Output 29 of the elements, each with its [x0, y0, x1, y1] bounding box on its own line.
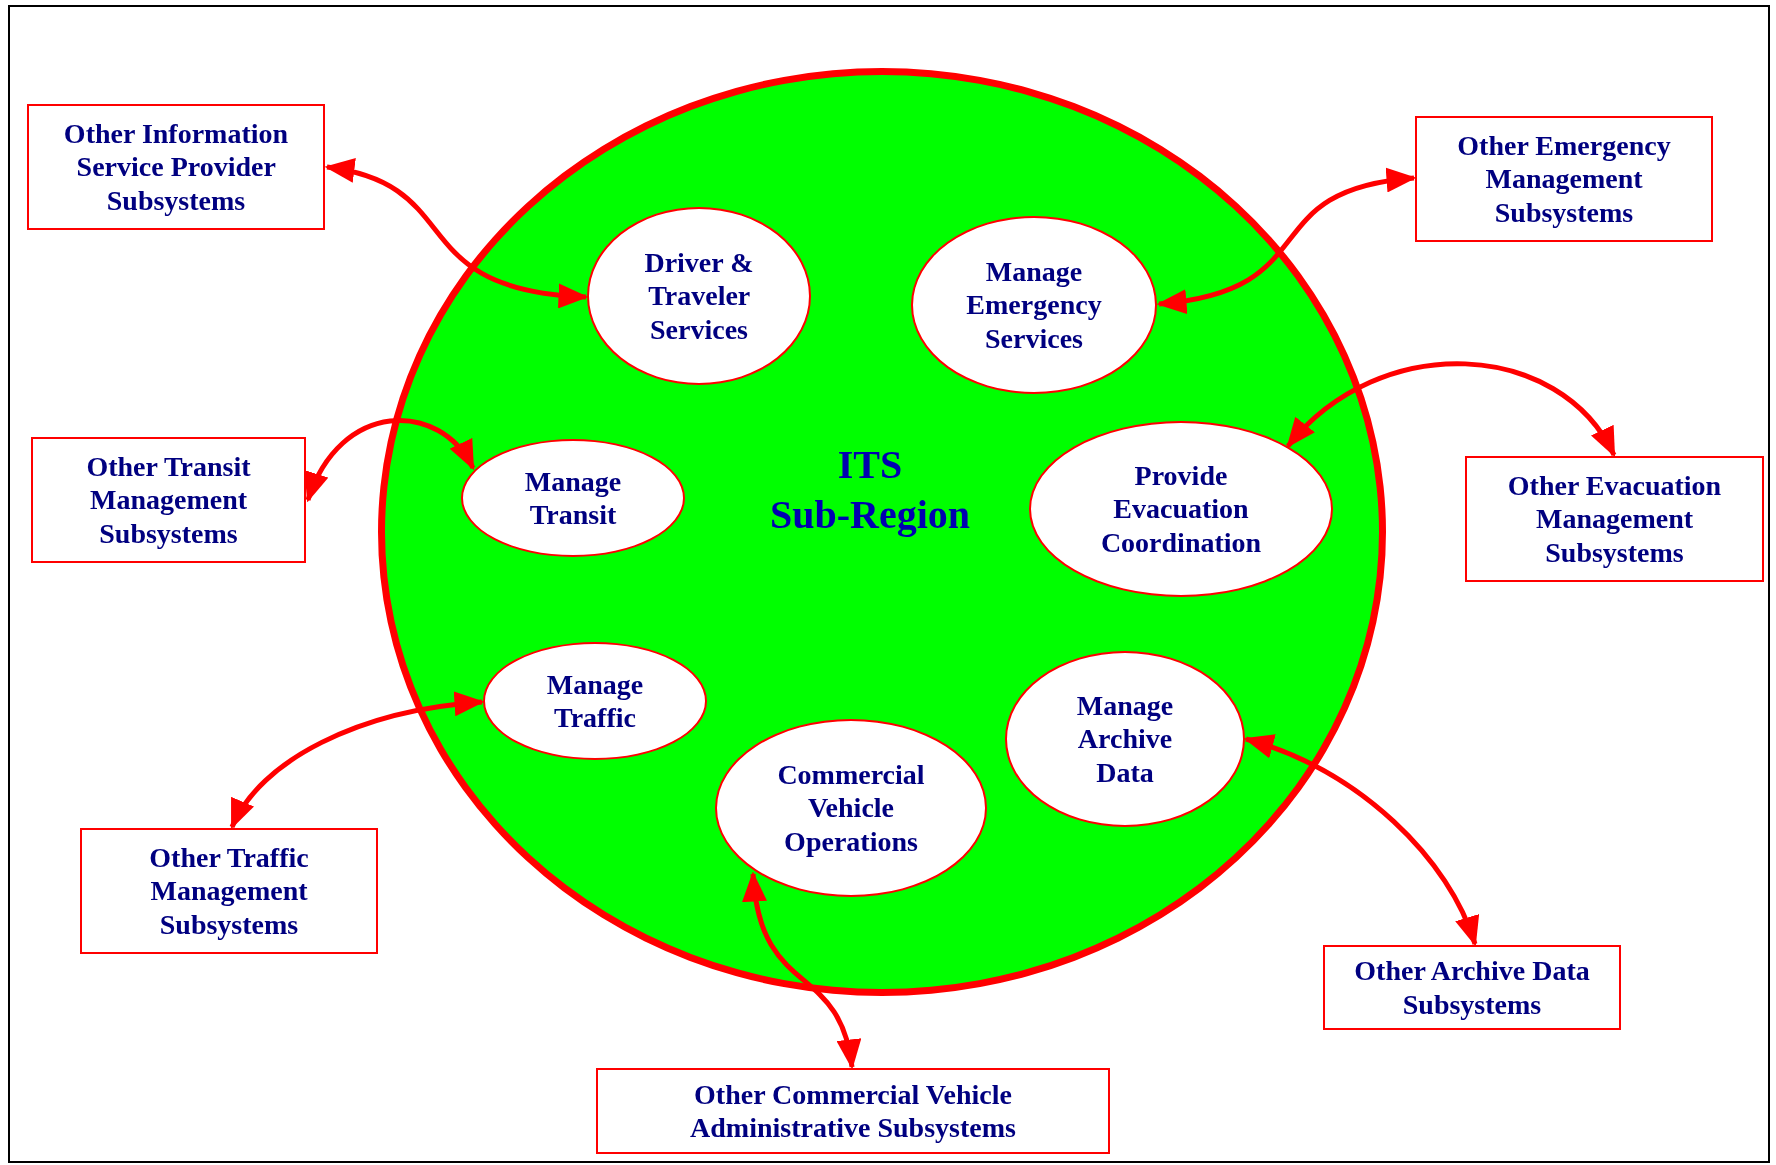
double-arrow: [743, 871, 860, 1070]
node-label: Provide Evacuation Coordination: [1099, 459, 1263, 559]
node-label: Manage Traffic: [545, 667, 645, 735]
node-label: Other Information Service Provider Subsystems: [62, 117, 290, 217]
node-label: Other Evacuation Management Subsystems: [1506, 469, 1723, 569]
node-label: Manage Archive Data: [1075, 689, 1175, 789]
double-arrow: [229, 692, 485, 830]
node-label: Manage Emergency Services: [965, 255, 1103, 355]
node-label: Commercial Vehicle Operations: [776, 758, 926, 858]
subsystem-box: [596, 1068, 1110, 1154]
subsystem-box: [27, 104, 325, 230]
node-label: Other Transit Management Subsystems: [85, 450, 252, 550]
node-label: Other Emergency Management Subsystems: [1456, 129, 1672, 229]
double-arrow: [1156, 169, 1417, 313]
subsystem-box: [80, 828, 378, 954]
region-title: ITS Sub-Region: [768, 441, 972, 539]
double-arrow: [1243, 735, 1478, 947]
subsystem-box: [31, 437, 306, 563]
node-label: Other Traffic Management Subsystems: [148, 841, 310, 941]
node-label: Other Commercial Vehicle Administrative Subsystems: [689, 1077, 1017, 1145]
double-arrow: [305, 418, 476, 503]
node-label: Other Archive Data Subsystems: [1353, 954, 1591, 1021]
node-label: Manage Transit: [523, 464, 623, 532]
double-arrow: [1286, 361, 1617, 458]
subsystem-box: [1465, 456, 1764, 582]
double-arrow: [324, 160, 589, 307]
subsystem-box: [1323, 945, 1621, 1030]
node-label: Driver & Traveler Services: [643, 246, 755, 346]
subsystem-box: [1415, 116, 1713, 242]
